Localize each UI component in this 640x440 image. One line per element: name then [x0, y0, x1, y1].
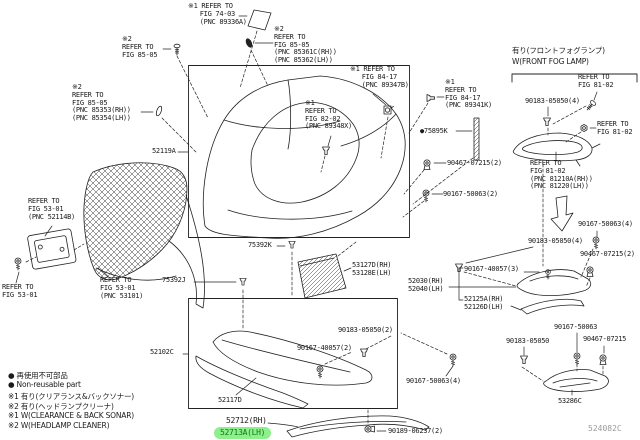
bolt-icon: [449, 353, 457, 367]
fog-lamp-section-title-jp: 有り(フロントフォグランプ): [512, 46, 605, 55]
clip-icon-75392K: [288, 240, 296, 249]
fastener-icons: [14, 38, 607, 433]
note-refer-fig-84-17-a: ※1 REFER TO FIG 84-17 (PNC 89347B): [350, 65, 409, 89]
note-refer-fig-53-01-b: REFER TO FIG 53-01 (PNC 53101): [100, 276, 144, 300]
bolt-icon: [316, 365, 324, 379]
assembly-dashed-lines: [25, 30, 604, 424]
note-refer-fig-53-01-c: REFER TO FIG 53-01: [2, 283, 38, 299]
clip-icon: [322, 146, 330, 155]
leader-lines: [15, 15, 605, 432]
note-refer-fig-74-03: ※1 REFER TO FIG 74-03 (PNC 89336A): [188, 2, 247, 26]
fog-lamp-section-title-en: W(FRONT FOG LAMP): [512, 57, 589, 66]
part-label-52713A-highlighted[interactable]: 52713A(LH): [214, 427, 272, 439]
license-plate-art: [27, 228, 77, 270]
part-label-53286C[interactable]: 53286C: [558, 397, 582, 405]
legend-note1-jp: ※1 有り(クリアランス&バックソナー): [8, 392, 134, 401]
corner-grille-art: [297, 253, 347, 299]
part-label-90183-05050-d[interactable]: 90183-05050(2): [338, 326, 393, 334]
clip-icon: [520, 355, 528, 364]
note-refer-fig-85-05-b: ※2 REFER TO FIG 85-05 (PNC 85361C(RH)) (…: [274, 25, 337, 65]
part-label-90167-50063-c[interactable]: 90167-50063: [554, 323, 598, 331]
grommet-screw-icon: [599, 354, 607, 365]
part-label-90183-05050-b[interactable]: 90183-05050(4): [528, 237, 583, 245]
screw-icon: [584, 99, 597, 113]
note-refer-fig-82-02: ※1 REFER TO FIG 82-02 (PNC 89348X): [305, 99, 352, 131]
part-label-53127D-53128E[interactable]: 53127D(RH) 53128E(LH): [352, 261, 392, 278]
grommet-screw-icon: [423, 159, 431, 170]
fog-section-bracket: [511, 73, 638, 83]
note-refer-fig-81-02-b: REFER TO FIG 81-02: [597, 120, 633, 136]
part-label-52712[interactable]: 52712(RH): [226, 416, 267, 425]
part-label-90183-05050-c[interactable]: 90183-05050: [506, 337, 550, 345]
note-refer-fig-81-02-a: REFER TO FIG 81-02: [578, 73, 614, 89]
part-label-90467-07215-a[interactable]: 90467-07215(2): [447, 159, 502, 167]
part-label-52102C[interactable]: 52102C: [150, 348, 174, 356]
legend-non-reusable-jp: ● 再使用不可部品: [8, 371, 68, 380]
part-label-52125A-52126D[interactable]: 52125A(RH) 52126D(LH): [464, 295, 504, 312]
part-label-90189-06237[interactable]: 90189-06237(2): [388, 427, 443, 435]
bolt-icon: [14, 257, 22, 271]
legend-note2-jp: ※2 有り(ヘッドランプクリーナ): [8, 402, 114, 411]
legend-note1-en: ※1 W(CLEARANCE & BACK SONAR): [8, 411, 134, 420]
part-label-90167-50063-d[interactable]: 90167-50063(4): [406, 377, 461, 385]
nut-icon: [580, 124, 588, 132]
front-bumper-upper-art: [202, 75, 406, 239]
note-refer-fig-53-01-a: REFER TO FIG 53-01 (PNC 52114B): [28, 197, 75, 221]
note-refer-fig-85-05-a: ※2 REFER TO FIG 85-05: [122, 35, 158, 59]
clip-icon-75392J: [239, 277, 247, 286]
clip-icon: [543, 117, 551, 126]
molding-strip-art: [286, 415, 430, 438]
part-label-52117D[interactable]: 52117D: [218, 396, 242, 404]
undercover-art: [543, 369, 609, 392]
bumper-lower-art: [195, 330, 373, 409]
bolt-icon: [592, 236, 600, 250]
legend-note2-en: ※2 W(HEADLAMP CLEANER): [8, 421, 110, 430]
part-label-75392K[interactable]: 75392K: [248, 241, 272, 249]
part-label-75895K[interactable]: ●75895K: [420, 127, 448, 135]
part-label-90467-07215-c[interactable]: 90467-07215: [583, 335, 627, 343]
grommet-screw-icon: [364, 425, 375, 433]
note-refer-fig-84-17-b: ※1 REFER TO FIG 84-17 (PNC 89341K): [445, 78, 492, 110]
fog-lamp-art: [512, 132, 601, 167]
bolt-icon: [573, 352, 581, 366]
part-label-52030-52040[interactable]: 52030(RH) 52040(LH): [408, 277, 444, 294]
part-label-90167-50063-b[interactable]: 90167-50063(4): [578, 220, 633, 228]
fog-bracket-art: [516, 269, 592, 297]
part-label-90167-40057-a[interactable]: 90167-40057(3): [464, 265, 519, 273]
part-label-52119A[interactable]: 52119A: [152, 147, 176, 155]
sensor-retainer-art: [247, 9, 272, 31]
seal-strip-art: [473, 117, 480, 161]
part-label-90183-05050-a[interactable]: 90183-05050(4): [525, 97, 580, 105]
retainer-art: [520, 298, 585, 315]
down-arrow: [550, 195, 574, 232]
part-label-90167-50063-a[interactable]: 90167-50063(2): [443, 190, 498, 198]
diagram-code: 524082C: [588, 424, 622, 433]
part-label-90467-07215-b[interactable]: 90467-07215(2): [580, 250, 635, 258]
radiator-grille-art: [83, 162, 205, 309]
part-label-90167-40057-b[interactable]: 90167-40057(2): [297, 344, 352, 352]
grommet-screw-icon: [586, 266, 594, 277]
headlamp-cleaner-cap-icon: [245, 38, 253, 48]
part-label-75392J[interactable]: 75392J: [162, 276, 186, 284]
screw-icon: [173, 43, 181, 56]
sonar-sensor-icon: [383, 105, 394, 115]
note-refer-fig-85-05-c: ※2 REFER TO FIG 85-05 (PNC 85353(RH)) (P…: [72, 83, 131, 123]
legend-non-reusable-en: ● Non-reusable part: [8, 380, 81, 389]
clip-icon: [426, 94, 435, 102]
oval-clip-icon: [155, 105, 163, 117]
note-refer-fig-81-02-c: REFER TO FIG 81-02 (PNC 81210A(RH)) (PNC…: [530, 159, 593, 191]
assembly-boxes: [188, 65, 410, 409]
clip-icon: [360, 348, 368, 357]
